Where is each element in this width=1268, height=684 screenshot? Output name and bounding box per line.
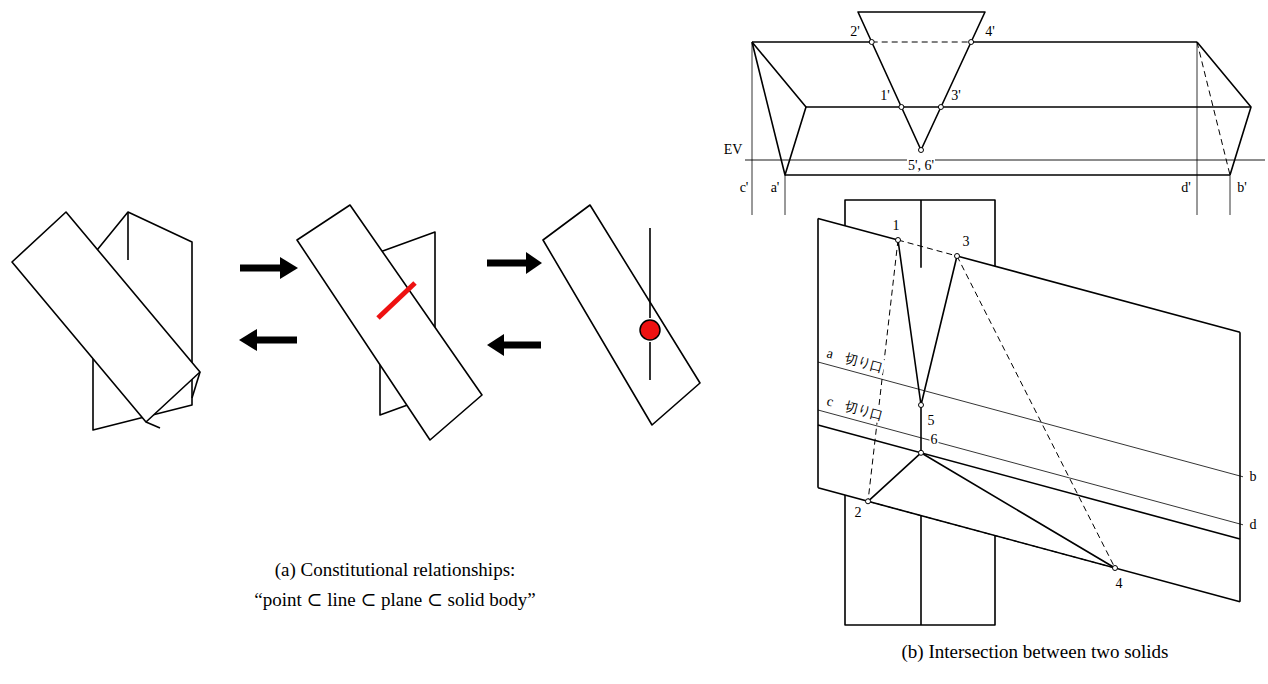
double-arrow: [487, 260, 528, 267]
solid-figure: [146, 422, 160, 428]
front-view: [752, 42, 753, 215]
line-plane-figure: [649, 342, 651, 380]
edge-view-line: [745, 160, 1265, 161]
plan-view: [898, 240, 957, 256]
front-view: [785, 174, 1230, 176]
line-plane-figure: [543, 205, 700, 425]
point-label: 1: [893, 218, 900, 234]
double-arrow: [280, 257, 298, 279]
point-marker: [955, 254, 960, 259]
point-label: a': [771, 180, 780, 196]
point-marker: [919, 403, 924, 408]
plan-view: [868, 501, 1115, 568]
caption-text: (a) Constitutional relationships:: [275, 559, 516, 581]
point-marker: [969, 40, 974, 45]
front-view: [752, 41, 872, 43]
plan-view: [920, 200, 922, 268]
intersection-point: [640, 320, 660, 340]
double-arrow: [239, 329, 257, 351]
plan-view: [920, 405, 922, 453]
line-label: b: [1250, 469, 1257, 485]
caption-text: (b) Intersection between two solids: [902, 641, 1169, 663]
view-label: EV: [724, 142, 743, 158]
point-marker: [919, 148, 924, 153]
double-arrow: [502, 342, 541, 349]
front-view: [858, 12, 985, 150]
front-view: [745, 12, 1265, 215]
point-marker: [919, 450, 924, 455]
point-label: 5: [928, 413, 935, 429]
solid-figure: [192, 372, 200, 398]
point-label: 4': [985, 24, 995, 40]
front-view: [971, 41, 1197, 43]
front-view: [1197, 42, 1230, 175]
double-arrow: [487, 334, 504, 356]
plan-view: [957, 256, 1115, 568]
line-plane-figure: [543, 205, 700, 425]
double-arrow: [239, 252, 542, 356]
point-marker: [896, 238, 901, 243]
plan-view: [818, 488, 1240, 602]
front-view: [1230, 175, 1231, 215]
front-view: [785, 175, 786, 215]
point-label: 2': [850, 24, 860, 40]
front-view: [752, 42, 806, 175]
point-marker: [866, 499, 871, 504]
point-label: 1': [880, 88, 890, 104]
point-marker: [938, 105, 943, 110]
plan-view: [957, 256, 1240, 332]
plan-view: [818, 218, 1240, 602]
double-arrow: [526, 252, 542, 274]
front-view: [1197, 42, 1251, 175]
point-marker: [1113, 566, 1118, 571]
plan-view: [818, 425, 1240, 539]
point-label: 6: [930, 432, 939, 448]
plan-view: [818, 410, 1243, 525]
intersection-line: [378, 283, 415, 318]
plan-view: [817, 218, 819, 487]
line-plane-figure: [649, 228, 651, 318]
plan-view: [898, 240, 957, 405]
plan-view: [818, 200, 1243, 625]
point-label: 4: [1116, 576, 1123, 592]
solid-figure: [12, 212, 200, 422]
point-marker: [869, 40, 973, 153]
point-marker: [899, 105, 904, 110]
plane-figure: [297, 205, 482, 440]
point-label: 3: [963, 234, 970, 250]
point-marker: [869, 40, 874, 45]
point-label: 3': [951, 88, 961, 104]
double-arrow: [240, 265, 282, 272]
point-label: 2: [855, 505, 862, 521]
front-view: [1197, 42, 1198, 215]
front-view: [806, 106, 1251, 108]
point-marker: [866, 238, 1118, 571]
point-label: d': [1181, 180, 1191, 196]
solid-figure: [127, 212, 129, 260]
plan-view: [1239, 332, 1241, 601]
point-label: b': [1237, 180, 1247, 196]
plan-view: [868, 453, 1115, 568]
front-view: [872, 42, 971, 43]
line-label: d: [1250, 517, 1257, 533]
caption-text: “point ⊂ line ⊂ plane ⊂ solid body”: [254, 589, 536, 611]
point-label: c': [740, 180, 749, 196]
plane-figure: [297, 205, 482, 440]
solid-figure: [12, 212, 200, 430]
plan-view: [818, 218, 898, 240]
plan-view: [920, 516, 922, 625]
point-label: 5', 6': [907, 158, 935, 174]
double-arrow: [255, 337, 297, 344]
